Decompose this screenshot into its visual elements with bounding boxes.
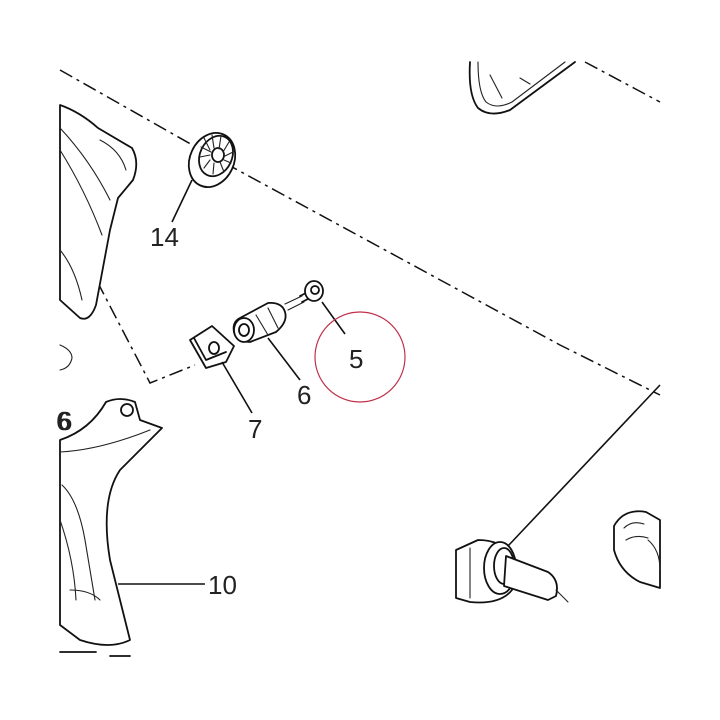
- callout-6[interactable]: 6: [297, 380, 311, 410]
- fairing-part-10: [59, 398, 163, 646]
- right-margin: [662, 0, 720, 720]
- selected-callout-highlight: [314, 311, 406, 403]
- bulb-connector: [613, 510, 661, 589]
- headlight-bulb: [455, 539, 569, 604]
- leader-6: [267, 337, 301, 381]
- lower-edge-dashes: [59, 651, 131, 657]
- leader-7: [221, 361, 253, 414]
- left-margin: [0, 0, 58, 720]
- bushing-part-6: [232, 302, 287, 343]
- clip-nut-part-7: [189, 325, 235, 369]
- callout-10[interactable]: 10: [208, 570, 237, 600]
- callout-6-left-visible[interactable]: 6: [56, 406, 70, 436]
- callout-7[interactable]: 7: [248, 414, 262, 444]
- leader-14: [171, 179, 193, 223]
- leader-bulb: [507, 384, 661, 547]
- centerline-top-right: [584, 61, 661, 103]
- callout-14[interactable]: 14: [150, 222, 179, 252]
- callout-labels: 14 5 6 7 6 10: [58, 222, 363, 600]
- upper-left-bracket: [59, 104, 138, 371]
- centerline-upper: [59, 69, 661, 396]
- callout-5[interactable]: 5: [349, 344, 363, 374]
- grommet-part-14: [187, 132, 237, 188]
- callout-6-left[interactable]: 6: [58, 406, 72, 436]
- lamp-housing-fragment: [468, 61, 576, 115]
- screw-part-5: [284, 280, 324, 311]
- leader-5: [321, 301, 346, 335]
